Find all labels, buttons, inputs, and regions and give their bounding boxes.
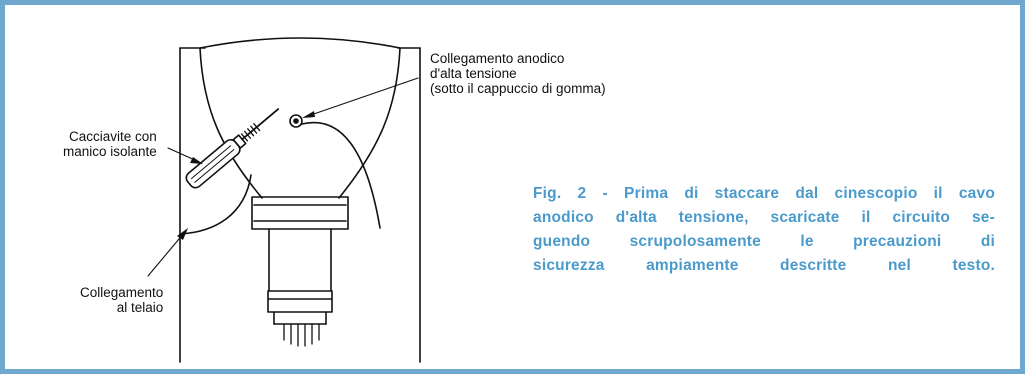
anode-connection-label: Collegamento anodico d'alta tensione (so…: [430, 51, 606, 96]
caption-line-2: anodico d'alta tensione, scaricate il ci…: [533, 209, 995, 226]
caption-line-1: Fig. 2 - Prima di staccare dal cinescopi…: [533, 185, 995, 202]
chassis-frame: [179, 47, 421, 363]
caption-line-4: sicurezza ampiamente descritte nel testo…: [533, 257, 995, 274]
chassis-connection-label: Collegamento al telaio: [80, 285, 163, 315]
screwdriver-label-line-2: manico isolante: [63, 144, 157, 159]
screwdriver-label: Cacciavite con manico isolante: [63, 129, 157, 159]
crt-picture-tube: [199, 37, 401, 347]
insulated-screwdriver: [185, 108, 280, 189]
ground-strap: [179, 174, 252, 235]
anode-label-line-3: (sotto il cappuccio di gomma): [430, 81, 606, 96]
chassis-label-line-1: Collegamento: [80, 285, 164, 300]
crt-discharge-diagram: [147, 37, 421, 363]
anode-cap: [289, 114, 381, 229]
anode-label-line-2: d'alta tensione: [430, 66, 517, 81]
anode-label-line-1: Collegamento anodico: [430, 51, 565, 66]
figure-caption: Fig. 2 - Prima di staccare dal cinescopi…: [533, 182, 995, 278]
chassis-label-line-2: al telaio: [116, 300, 164, 315]
caption-line-3: guendo scrupolosamente le precauzioni di: [533, 233, 995, 250]
screwdriver-label-line-1: Cacciavite con: [69, 129, 157, 144]
